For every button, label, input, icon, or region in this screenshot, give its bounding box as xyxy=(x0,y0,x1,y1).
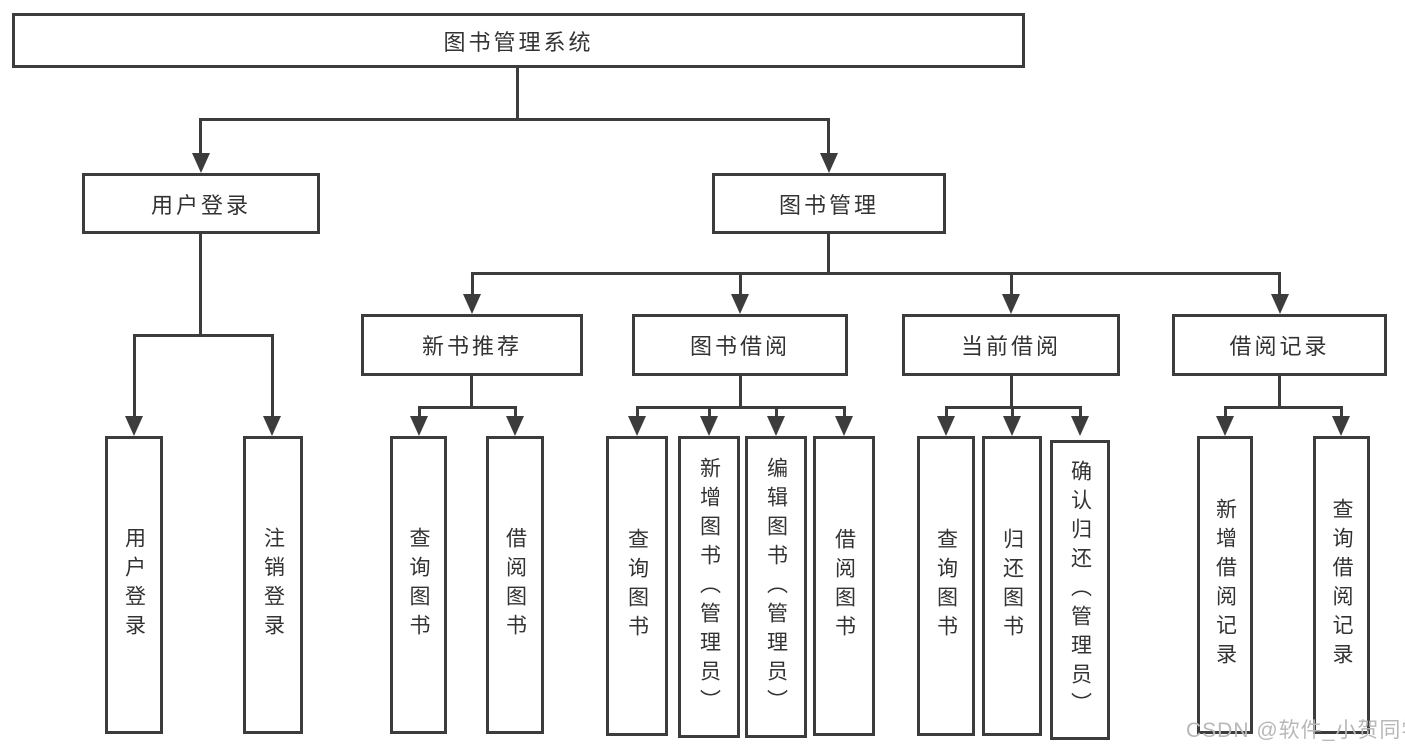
connector-line xyxy=(133,334,136,418)
connector-line xyxy=(708,406,711,418)
connector-line xyxy=(133,334,274,337)
connector-line xyxy=(843,406,846,418)
arrowhead-down-icon xyxy=(835,416,853,436)
csdn-watermark: CSDN @软件_小贺同学 xyxy=(1186,719,1405,742)
arrowhead-down-icon xyxy=(463,294,481,314)
arrowhead-down-icon xyxy=(1003,416,1021,436)
arrowhead-down-icon xyxy=(1002,294,1020,314)
arrowhead-down-icon xyxy=(410,416,428,436)
arrowhead-down-icon xyxy=(767,416,785,436)
connector-line xyxy=(418,406,421,418)
node-leaf-cb-return-books: 归还图书 xyxy=(982,436,1042,736)
connector-line xyxy=(636,406,845,409)
arrowhead-down-icon xyxy=(937,416,955,436)
connector-line xyxy=(516,68,519,120)
arrowhead-down-icon xyxy=(1271,294,1289,314)
node-leaf-br-query-record: 查询借阅记录 xyxy=(1313,436,1370,734)
connector-line xyxy=(418,406,517,409)
connector-line xyxy=(1079,406,1082,418)
node-leaf-cb-query-books: 查询图书 xyxy=(917,436,975,736)
arrowhead-down-icon xyxy=(125,416,143,436)
arrowhead-down-icon xyxy=(628,416,646,436)
connector-line xyxy=(636,406,639,418)
connector-line xyxy=(199,118,830,121)
node-user-login: 用户登录 xyxy=(82,173,320,234)
node-root-library-system: 图书管理系统 xyxy=(12,13,1025,68)
node-book-borrowing: 图书借阅 xyxy=(632,314,848,376)
connector-line xyxy=(739,272,742,296)
connector-line xyxy=(739,376,742,408)
connector-line xyxy=(1340,406,1343,418)
arrowhead-down-icon xyxy=(700,416,718,436)
connector-line xyxy=(1224,406,1342,409)
connector-line xyxy=(1010,272,1013,296)
arrowhead-down-icon xyxy=(192,153,210,173)
node-leaf-nb-borrow-books: 借阅图书 xyxy=(486,436,544,734)
arrowhead-down-icon xyxy=(1071,416,1089,436)
connector-line xyxy=(471,272,1281,275)
node-leaf-bb-borrow-books: 借阅图书 xyxy=(813,436,875,736)
connector-line xyxy=(1224,406,1227,418)
node-leaf-nb-query-books: 查询图书 xyxy=(390,436,447,734)
connector-line xyxy=(1010,376,1013,408)
node-current-borrowing: 当前借阅 xyxy=(902,314,1120,376)
connector-line xyxy=(945,406,948,418)
arrowhead-down-icon xyxy=(1332,416,1350,436)
node-borrowing-records: 借阅记录 xyxy=(1172,314,1387,376)
connector-line xyxy=(827,234,830,274)
connector-line xyxy=(199,118,202,155)
connector-line xyxy=(471,272,474,296)
arrowhead-down-icon xyxy=(263,416,281,436)
arrowhead-down-icon xyxy=(820,153,838,173)
connector-line xyxy=(1278,272,1281,296)
arrowhead-down-icon xyxy=(731,294,749,314)
node-leaf-bb-add-books-admin: 新增图书（管理员） xyxy=(678,436,740,738)
connector-line xyxy=(1011,406,1014,418)
connector-line xyxy=(470,376,473,408)
connector-line xyxy=(1278,376,1281,408)
node-leaf-cb-confirm-return-admin: 确认归还（管理员） xyxy=(1050,440,1110,740)
node-book-management: 图书管理 xyxy=(712,173,946,234)
node-leaf-bb-query-books: 查询图书 xyxy=(606,436,668,736)
node-leaf-br-add-record: 新增借阅记录 xyxy=(1197,436,1253,734)
arrowhead-down-icon xyxy=(506,416,524,436)
connector-line xyxy=(827,118,830,155)
node-leaf-bb-edit-books-admin: 编辑图书（管理员） xyxy=(745,436,807,738)
connector-line xyxy=(271,334,274,418)
node-leaf-logout: 注销登录 xyxy=(243,436,303,734)
node-leaf-user-login: 用户登录 xyxy=(105,436,163,734)
arrowhead-down-icon xyxy=(1216,416,1234,436)
connector-line xyxy=(514,406,517,418)
node-new-book-recommend: 新书推荐 xyxy=(361,314,583,376)
connector-line xyxy=(775,406,778,418)
connector-line xyxy=(199,234,202,336)
